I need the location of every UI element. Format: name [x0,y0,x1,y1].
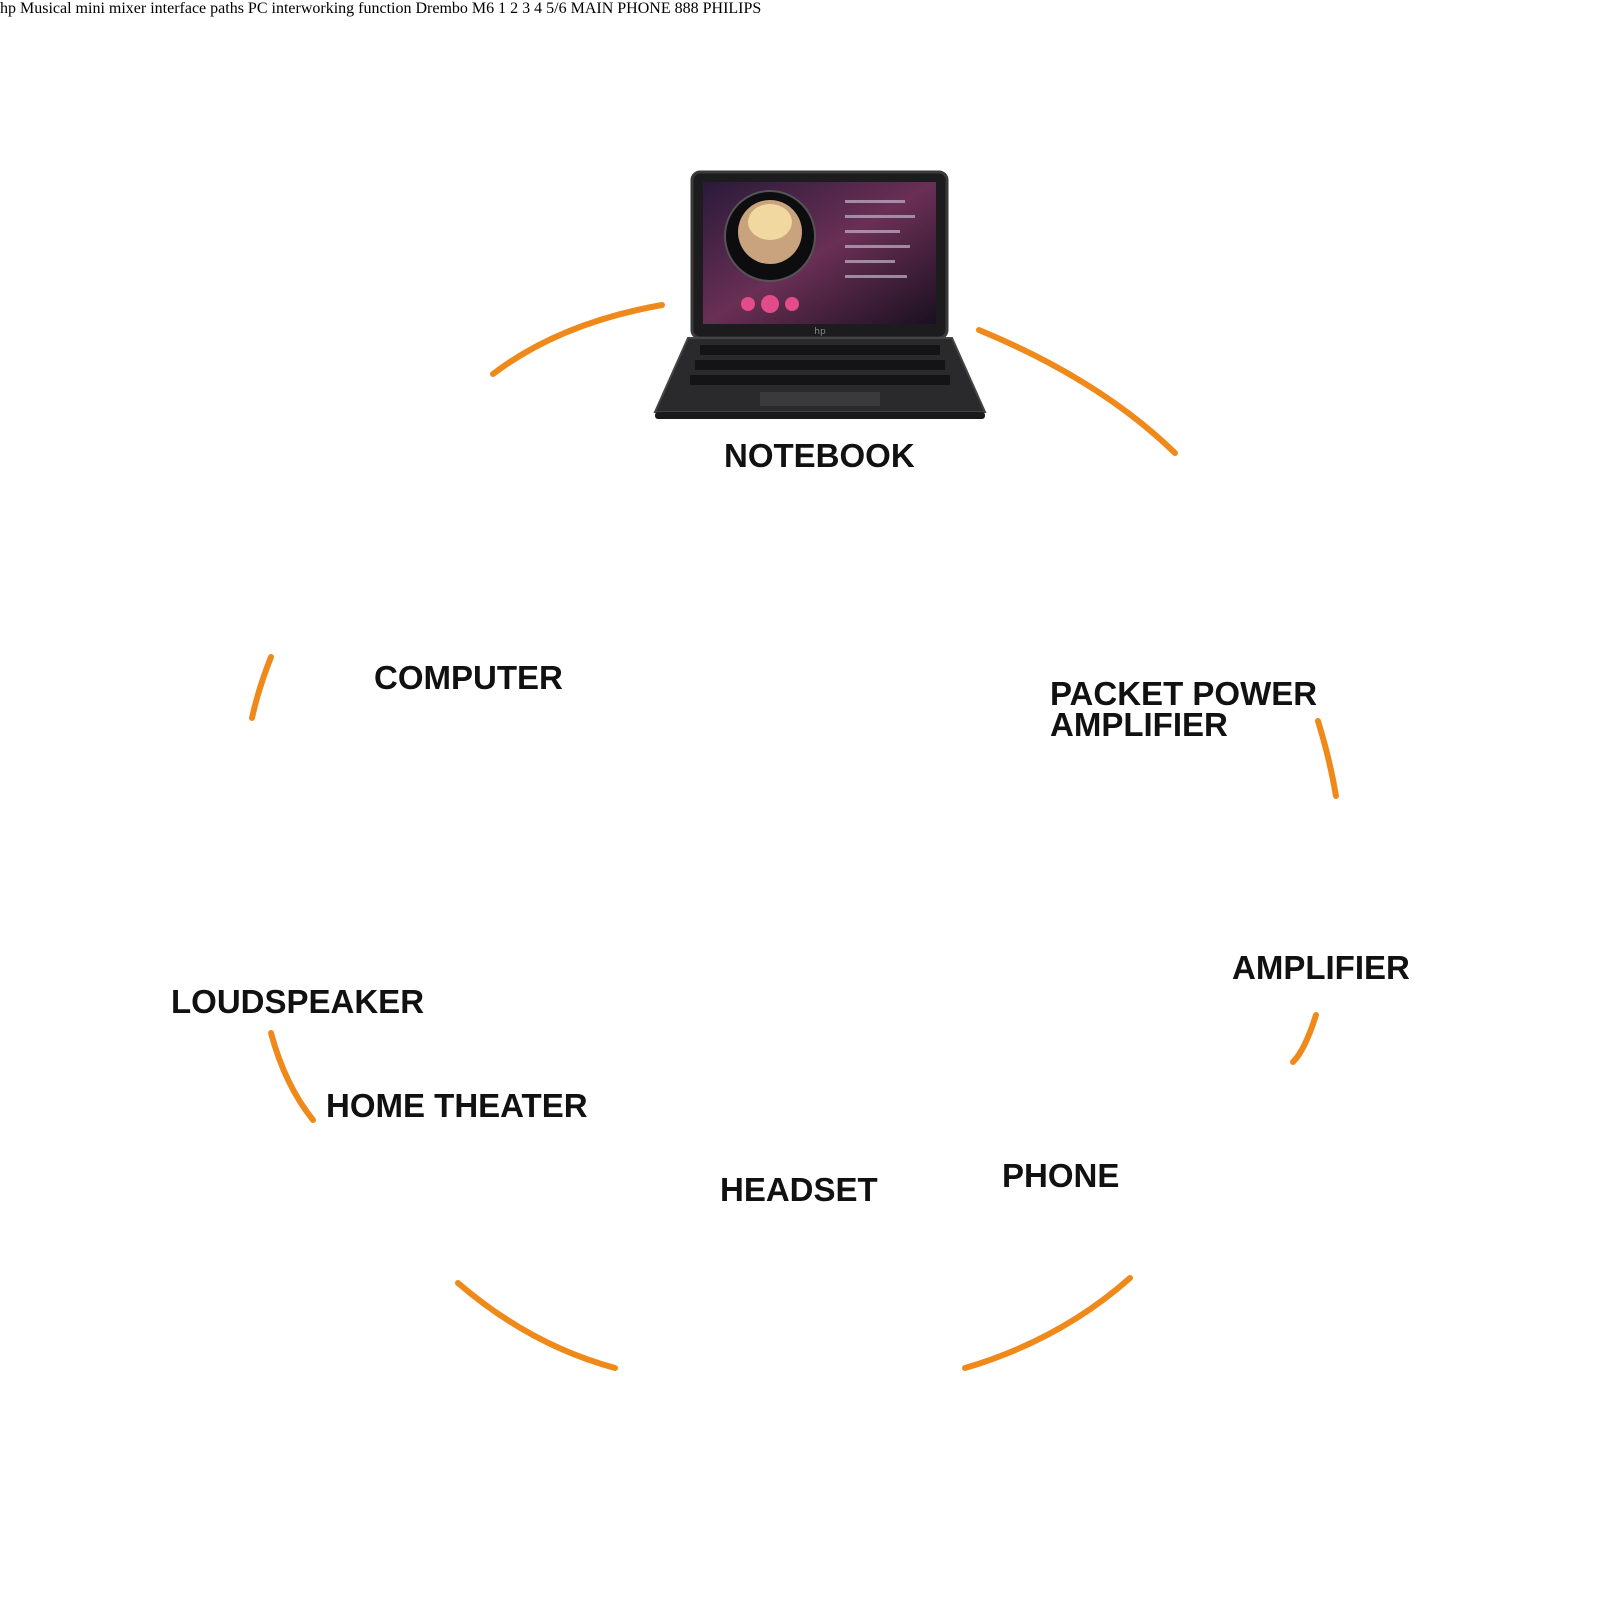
label-home-theater: HOME THEATER [326,1087,588,1124]
label-packet-power-amplifier-line2: AMPLIFIER [1050,706,1228,743]
label-headset: HEADSET [720,1171,878,1208]
mixer-brand: Drembo [415,0,468,17]
label-packet-power-amplifier: PACKET POWER AMPLIFIER [1050,675,1318,743]
notebook-brand: hp [814,327,826,337]
arc-computer-loudspeaker [249,654,274,721]
arc-loudspeaker-hometheater [268,1030,316,1123]
computer-brand: hp [0,0,16,17]
label-computer: COMPUTER [374,659,563,696]
label-loudspeaker: LOUDSPEAKER [171,983,425,1020]
arc-headset-hometheater [455,1280,618,1371]
arc-notebook-packet-amp [976,327,1178,456]
mixer-model: M6 [471,0,495,17]
arc-packet-amp-amplifier [1315,718,1339,799]
home-theater-illustration: PHILIPS [703,0,762,17]
mixer-ch-56: 5/6 [546,0,567,17]
label-packet-power-amplifier-line1: PACKET POWER [1050,675,1318,712]
mixer-ch-1: 1 [498,0,507,17]
connector-arcs [249,302,1339,1371]
mixer-bottom-strip: 1 2 3 4 5/6 MAIN PHONE [498,0,674,17]
loudspeaker-illustration: 888 [675,0,703,17]
home-theater-brand: PHILIPS [702,0,762,17]
loudspeaker-display: 888 [674,0,699,17]
mixer-ch-phone: PHONE [617,0,671,17]
audio-mixer-illustration: Musical mini mixer interface paths PC in… [20,0,675,17]
computer-illustration: hp [0,0,20,17]
label-notebook: NOTEBOOK [724,437,915,474]
mixer-ch-3: 3 [522,0,531,17]
arc-phone-headset [962,1275,1133,1371]
arc-computer-notebook [490,302,665,377]
label-phone: PHONE [1002,1157,1120,1194]
mixer-ch-main: MAIN [570,0,614,17]
mixer-banner: Musical mini mixer interface paths PC in… [20,0,412,17]
mixer-ch-2: 2 [510,0,519,17]
label-amplifier: AMPLIFIER [1232,949,1410,986]
notebook-illustration: hp [653,170,987,419]
mixer-ch-4: 4 [534,0,543,17]
arc-amplifier-phone [1290,1012,1319,1065]
